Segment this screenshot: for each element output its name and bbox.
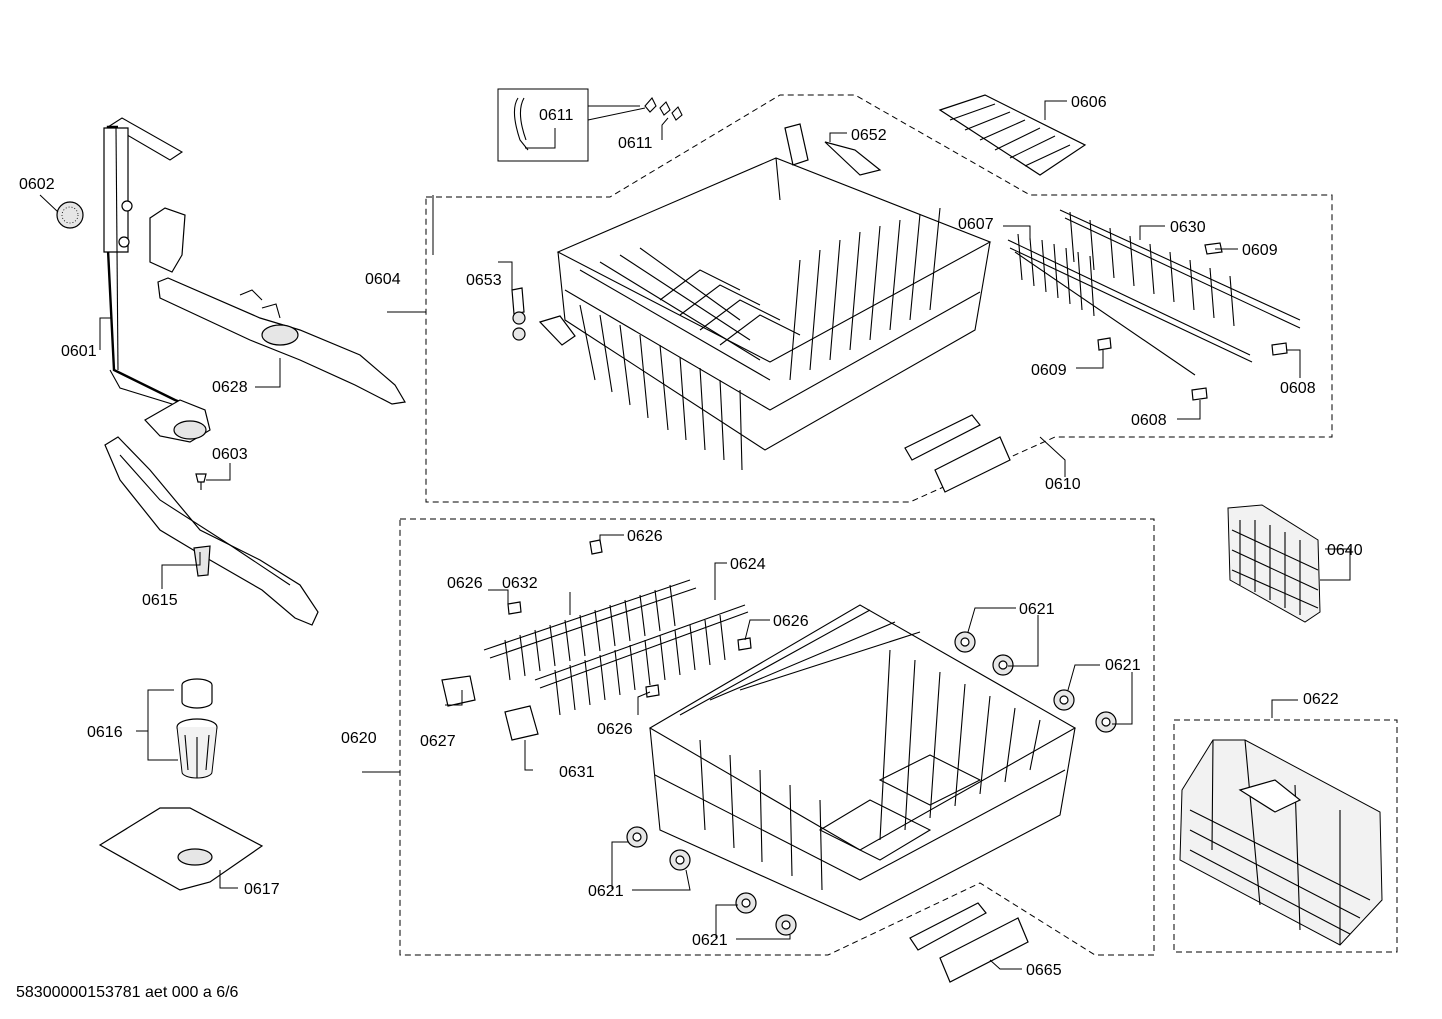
label-0624: 0624 <box>730 556 766 573</box>
label-0615: 0615 <box>142 592 178 609</box>
label-0652: 0652 <box>851 127 887 144</box>
cutlery-basket-part <box>1179 739 1383 946</box>
upper-spray-arm-part <box>149 207 406 405</box>
label-0622: 0622 <box>1303 691 1339 708</box>
clips-part <box>513 97 683 151</box>
lower-spray-arm-part <box>104 436 319 626</box>
label-0630: 0630 <box>1170 219 1206 236</box>
small-basket-part <box>1227 504 1321 623</box>
label-0627: 0627 <box>420 733 456 750</box>
micro-filter-part <box>176 678 218 779</box>
label-0611: 0611 <box>618 135 653 152</box>
label-0653: 0653 <box>466 272 502 289</box>
label-0631: 0631 <box>559 764 595 781</box>
label-0604: 0604 <box>365 271 401 288</box>
label-0621-lower-left: 0621 <box>588 883 624 900</box>
label-0626-top: 0626 <box>627 528 663 545</box>
label-0621-upper-left: 0621 <box>1019 601 1055 618</box>
label-0616: 0616 <box>87 724 123 741</box>
label-0607: 0607 <box>958 216 994 233</box>
diagram-reference-code: 58300000153781 aet 000 a 6/6 <box>16 984 239 1001</box>
label-0665: 0665 <box>1026 962 1062 979</box>
label-0626-right: 0626 <box>773 613 809 630</box>
label-0620: 0620 <box>341 730 377 747</box>
label-0640: 0640 <box>1327 542 1363 559</box>
cup-shelf-part <box>938 94 1087 176</box>
label-0621-lower-right: 0621 <box>692 932 728 949</box>
upper-rack-part <box>511 123 992 471</box>
label-0626-bottom: 0626 <box>597 721 633 738</box>
flat-filter-part <box>98 807 264 891</box>
label-0603: 0603 <box>212 446 248 463</box>
lower-handle-part <box>909 902 1029 983</box>
label-0602: 0602 <box>19 176 55 193</box>
label-0611-detail: 0611 <box>539 107 574 124</box>
label-0606: 0606 <box>1071 94 1107 111</box>
label-0609-lower: 0609 <box>1031 362 1067 379</box>
upper-tine-rack-part <box>1007 209 1301 401</box>
label-0632: 0632 <box>502 575 538 592</box>
filter-cap-part <box>56 201 84 229</box>
label-0628: 0628 <box>212 379 248 396</box>
upper-rack-group-outline <box>425 94 1333 503</box>
label-0609-upper: 0609 <box>1242 242 1278 259</box>
label-0608-bottom: 0608 <box>1131 412 1167 429</box>
upper-handle-part <box>904 414 1011 493</box>
wheels-part <box>626 631 1117 936</box>
screw-part <box>195 473 207 490</box>
cutlery-basket-group-outline <box>1173 719 1398 953</box>
label-0601: 0601 <box>61 343 97 360</box>
clip-detail-box <box>497 88 589 162</box>
leader-lines <box>39 100 1351 970</box>
label-0621-upper-right: 0621 <box>1105 657 1141 674</box>
label-0617: 0617 <box>244 881 280 898</box>
label-0626-left: 0626 <box>447 575 483 592</box>
label-0610: 0610 <box>1045 476 1081 493</box>
spray-arm-hub-part <box>144 399 211 443</box>
label-0608-right: 0608 <box>1280 380 1316 397</box>
supply-pipe-part <box>103 117 201 421</box>
lower-tine-rack-part <box>441 539 752 741</box>
lower-rack-part <box>648 604 1077 921</box>
